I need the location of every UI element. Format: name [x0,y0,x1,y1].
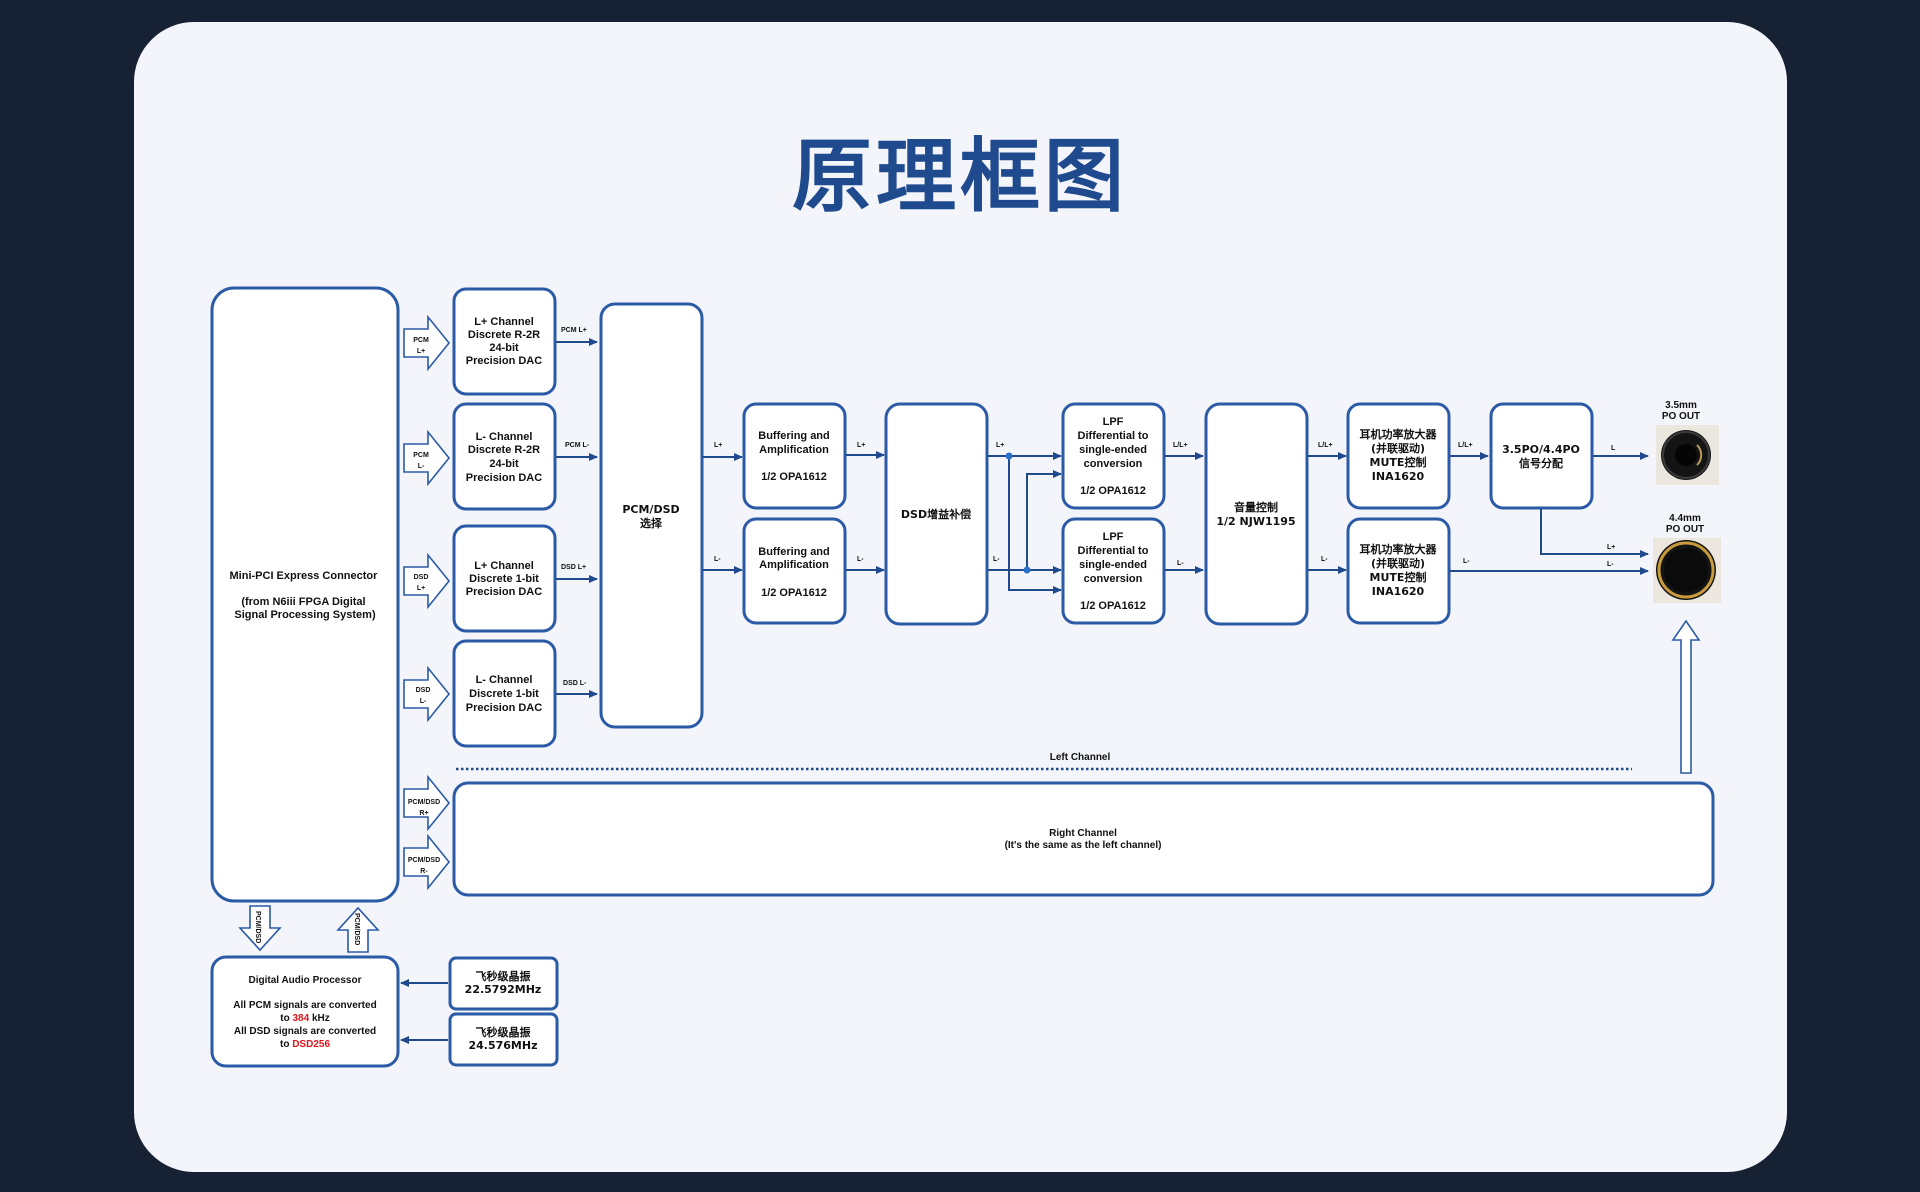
svg-text:to 384 kHz: to 384 kHz [280,1013,329,1024]
svg-text:All DSD signals are converted: All DSD signals are converted [234,1026,376,1037]
svg-text:PCM L+: PCM L+ [561,327,587,334]
crossover-wires: L+ L- [988,442,1062,594]
wire-label: L/L+ [1318,442,1333,449]
svg-text:Right Channel(It's the same as: Right Channel(It's the same as the left … [1005,828,1162,851]
digital-audio-processor: Digital Audio Processor All PCM signals … [210,955,400,1068]
dac-output-wires: PCM L+ PCM L- DSD L+ DSD L- [556,327,598,698]
wire-label: L- [1177,560,1184,567]
right-channel-block: Right Channel(It's the same as the left … [452,781,1715,897]
wire-label: L- [1321,556,1328,563]
wire-label: L/L+ [1173,442,1188,449]
svg-text:to DSD256: to DSD256 [280,1039,330,1050]
svg-text:All PCM signals are converted: All PCM signals are converted [233,1000,376,1011]
wire-label: L+ [857,442,865,449]
wire-label: L+ [1607,544,1615,551]
svg-text:DSD L-: DSD L- [563,680,587,687]
svg-text:Left Channel: Left Channel [1050,752,1111,763]
wire-label: L- [857,556,864,563]
connector-text: Mini-PCI Express Connector (from N6iii F… [230,570,381,621]
connector-dap-arrows: PCM/DSD PCM/DSD [238,905,380,953]
svg-text:PCM L-: PCM L- [565,442,590,449]
svg-text:DSD L+: DSD L+ [561,564,586,571]
dsd-gain-compensation: DSD增益补偿 [884,402,989,626]
svg-text:L+: L+ [996,442,1004,449]
wire-label: L+ [714,442,722,449]
wire-label: L- [714,556,721,563]
wire-dist-to-4p4 [1540,509,1649,558]
mini-pci-connector: Mini-PCI Express Connector (from N6iii F… [210,286,400,903]
svg-text:Digital Audio Processor: Digital Audio Processor [249,975,362,986]
wire-label: L/L+ [1458,442,1473,449]
wire-label: L [1611,445,1616,452]
page-title: 原理框图 [792,130,1128,223]
left-channel-divider: Left Channel [456,752,1632,771]
svg-text:L-: L- [993,556,1000,563]
wire-label: L- [1463,558,1470,565]
svg-text:DSD增益补偿: DSD增益补偿 [901,507,971,521]
svg-text:PCM/DSD: PCM/DSD [254,911,261,943]
svg-text:PCM/DSD: PCM/DSD [353,913,360,945]
wire-label: L- [1607,561,1614,568]
right-channel-output-arrow [1671,619,1701,774]
